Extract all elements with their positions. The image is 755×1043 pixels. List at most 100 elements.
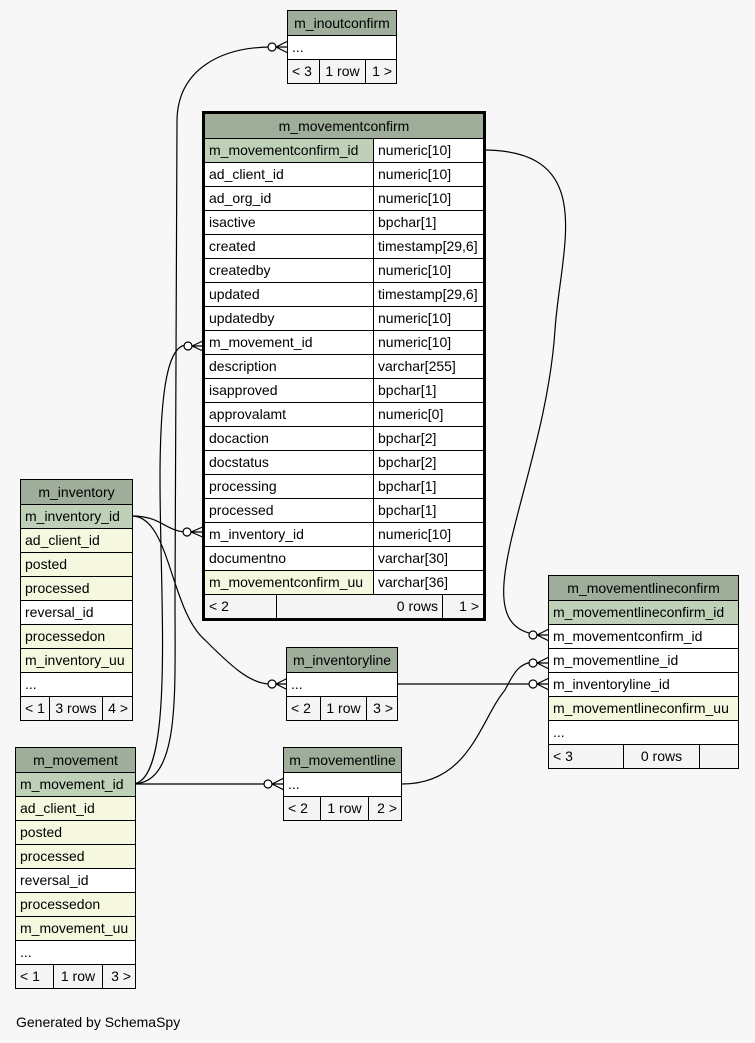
column-type: bpchar[2] <box>373 451 483 474</box>
table-m-inoutconfirm[interactable]: m_inoutconfirm ... < 3 1 row 1 > <box>287 10 397 84</box>
column-type: bpchar[2] <box>373 427 483 450</box>
edge-end-circle <box>528 658 538 668</box>
column-row[interactable]: processedon <box>16 892 135 916</box>
column-row[interactable]: ... <box>288 35 396 59</box>
table-m-movementlineconfirm[interactable]: m_movementlineconfirm m_movementlineconf… <box>548 575 739 769</box>
column-row[interactable]: ... <box>287 672 397 696</box>
edge-inventory-to-movementconfirm <box>131 515 185 533</box>
footer-parents[interactable]: < 1 <box>16 965 54 988</box>
column-name: m_movement_uu <box>16 917 135 940</box>
edge-end-circle <box>267 679 277 689</box>
edge-end-circle <box>183 341 193 351</box>
column-type: bpchar[1] <box>373 475 483 498</box>
footer-children[interactable]: 3 > <box>111 968 131 984</box>
column-row[interactable]: ... <box>549 720 738 744</box>
table-title[interactable]: m_movementline <box>284 748 401 772</box>
column-name: processing <box>205 475 373 498</box>
footer-children[interactable]: 1 > <box>459 598 479 614</box>
footer-children[interactable]: 3 > <box>373 700 393 716</box>
column-row[interactable]: posted <box>21 552 132 576</box>
footer-parents[interactable]: < 3 <box>549 745 624 768</box>
column-type: bpchar[1] <box>373 499 483 522</box>
column-row[interactable]: ad_client_id <box>21 528 132 552</box>
column-type: varchar[36] <box>373 571 483 594</box>
footer-parents[interactable]: < 1 <box>21 697 50 720</box>
column-row[interactable]: ... <box>284 772 401 796</box>
column-row[interactable]: reversal_id <box>16 868 135 892</box>
column-type: numeric[10] <box>373 163 483 186</box>
column-row[interactable]: processed <box>21 576 132 600</box>
table-title[interactable]: m_inventory <box>21 480 132 504</box>
column-row[interactable]: m_inventory_id <box>21 504 132 528</box>
column-list: ... <box>284 772 401 796</box>
table-title[interactable]: m_inventoryline <box>287 648 397 672</box>
footer-children[interactable] <box>700 745 738 768</box>
table-footer: < 1 1 row 3 > <box>16 964 135 988</box>
footer-parents[interactable]: < 2 <box>287 697 321 720</box>
table-m-inventoryline[interactable]: m_inventoryline ... < 2 1 row 3 > <box>286 647 398 721</box>
column-row[interactable]: m_movementline_id <box>549 648 738 672</box>
footer-parents[interactable]: < 2 <box>205 595 277 618</box>
column-row[interactable]: m_movementlineconfirm_uu <box>549 696 738 720</box>
footer-children[interactable]: 2 > <box>377 800 397 816</box>
footer-children[interactable]: 1 > <box>372 63 392 79</box>
column-name: ... <box>549 721 738 744</box>
column-row[interactable]: processedon <box>21 624 132 648</box>
footer-parents[interactable]: < 3 <box>288 60 320 83</box>
column-row[interactable]: m_movement_id <box>16 772 135 796</box>
column-row[interactable]: reversal_id <box>21 600 132 624</box>
column-row[interactable]: ad_client_id <box>16 796 135 820</box>
column-name: reversal_id <box>21 601 132 624</box>
column-name: ... <box>284 773 401 796</box>
column-name: docstatus <box>205 451 373 474</box>
column-name: posted <box>16 821 135 844</box>
column-row[interactable]: posted <box>16 820 135 844</box>
column-name: processed <box>21 577 132 600</box>
column-row[interactable]: m_inventory_uu <box>21 648 132 672</box>
column-row[interactable]: ... <box>21 672 132 696</box>
column-row[interactable]: m_movement_uu <box>16 916 135 940</box>
column-row[interactable]: processed <box>16 844 135 868</box>
table-m-movementline[interactable]: m_movementline ... < 2 1 row 2 > <box>283 747 402 821</box>
table-title[interactable]: m_inoutconfirm <box>288 11 396 35</box>
column-row[interactable]: m_movementlineconfirm_id <box>549 600 738 624</box>
column-name: description <box>205 355 373 378</box>
footer-rowcount: 1 row <box>321 697 367 720</box>
footer-children[interactable]: 4 > <box>108 700 128 716</box>
column-row[interactable]: m_movementconfirm_id <box>549 624 738 648</box>
table-title[interactable]: m_movementconfirm <box>205 114 483 138</box>
column-row[interactable]: m_inventoryline_id <box>549 672 738 696</box>
table-title[interactable]: m_movementlineconfirm <box>549 576 738 600</box>
column-type: numeric[10] <box>373 139 483 162</box>
footer-parents[interactable]: < 2 <box>284 797 321 820</box>
column-name: processedon <box>16 893 135 916</box>
column-type: varchar[30] <box>373 547 483 570</box>
column-row[interactable]: ... <box>16 940 135 964</box>
footer-rowcount: 0 rows <box>624 745 700 768</box>
table-title[interactable]: m_movement <box>16 748 135 772</box>
